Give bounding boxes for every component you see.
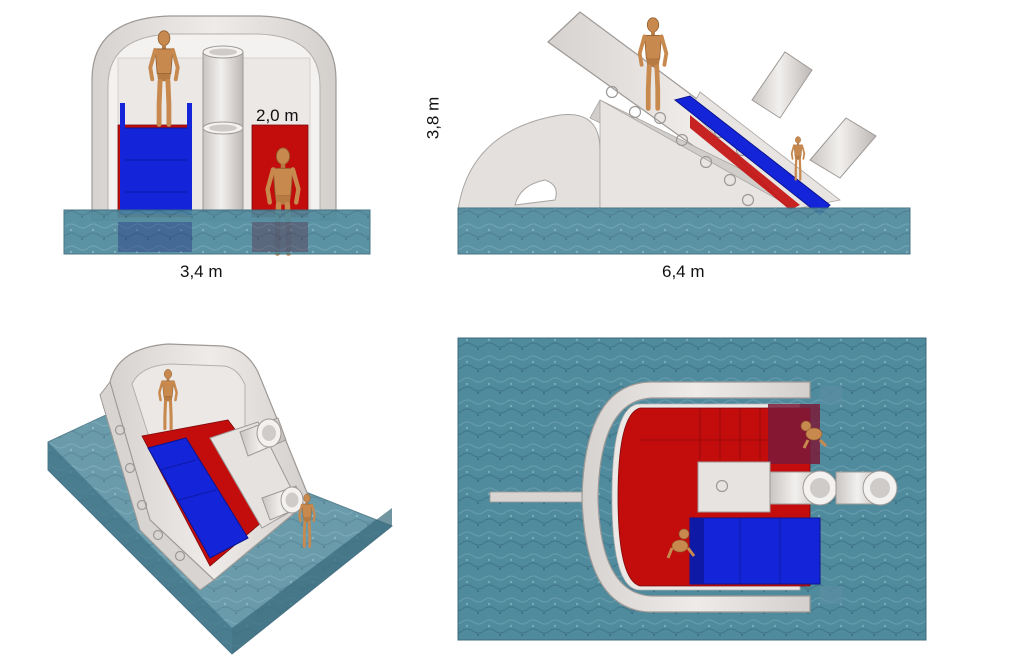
- dimension-side-length: 6,4 m: [662, 262, 705, 281]
- side-view: [457, 11, 911, 255]
- top-view: [457, 337, 927, 641]
- dimension-front-inner-height: 2,0 m: [256, 106, 299, 125]
- front-view: [63, 15, 371, 254]
- dimension-side-height: 3,8 m: [423, 96, 443, 140]
- dimension-front-width: 3,4 m: [180, 262, 223, 281]
- perspective-view: [47, 343, 393, 655]
